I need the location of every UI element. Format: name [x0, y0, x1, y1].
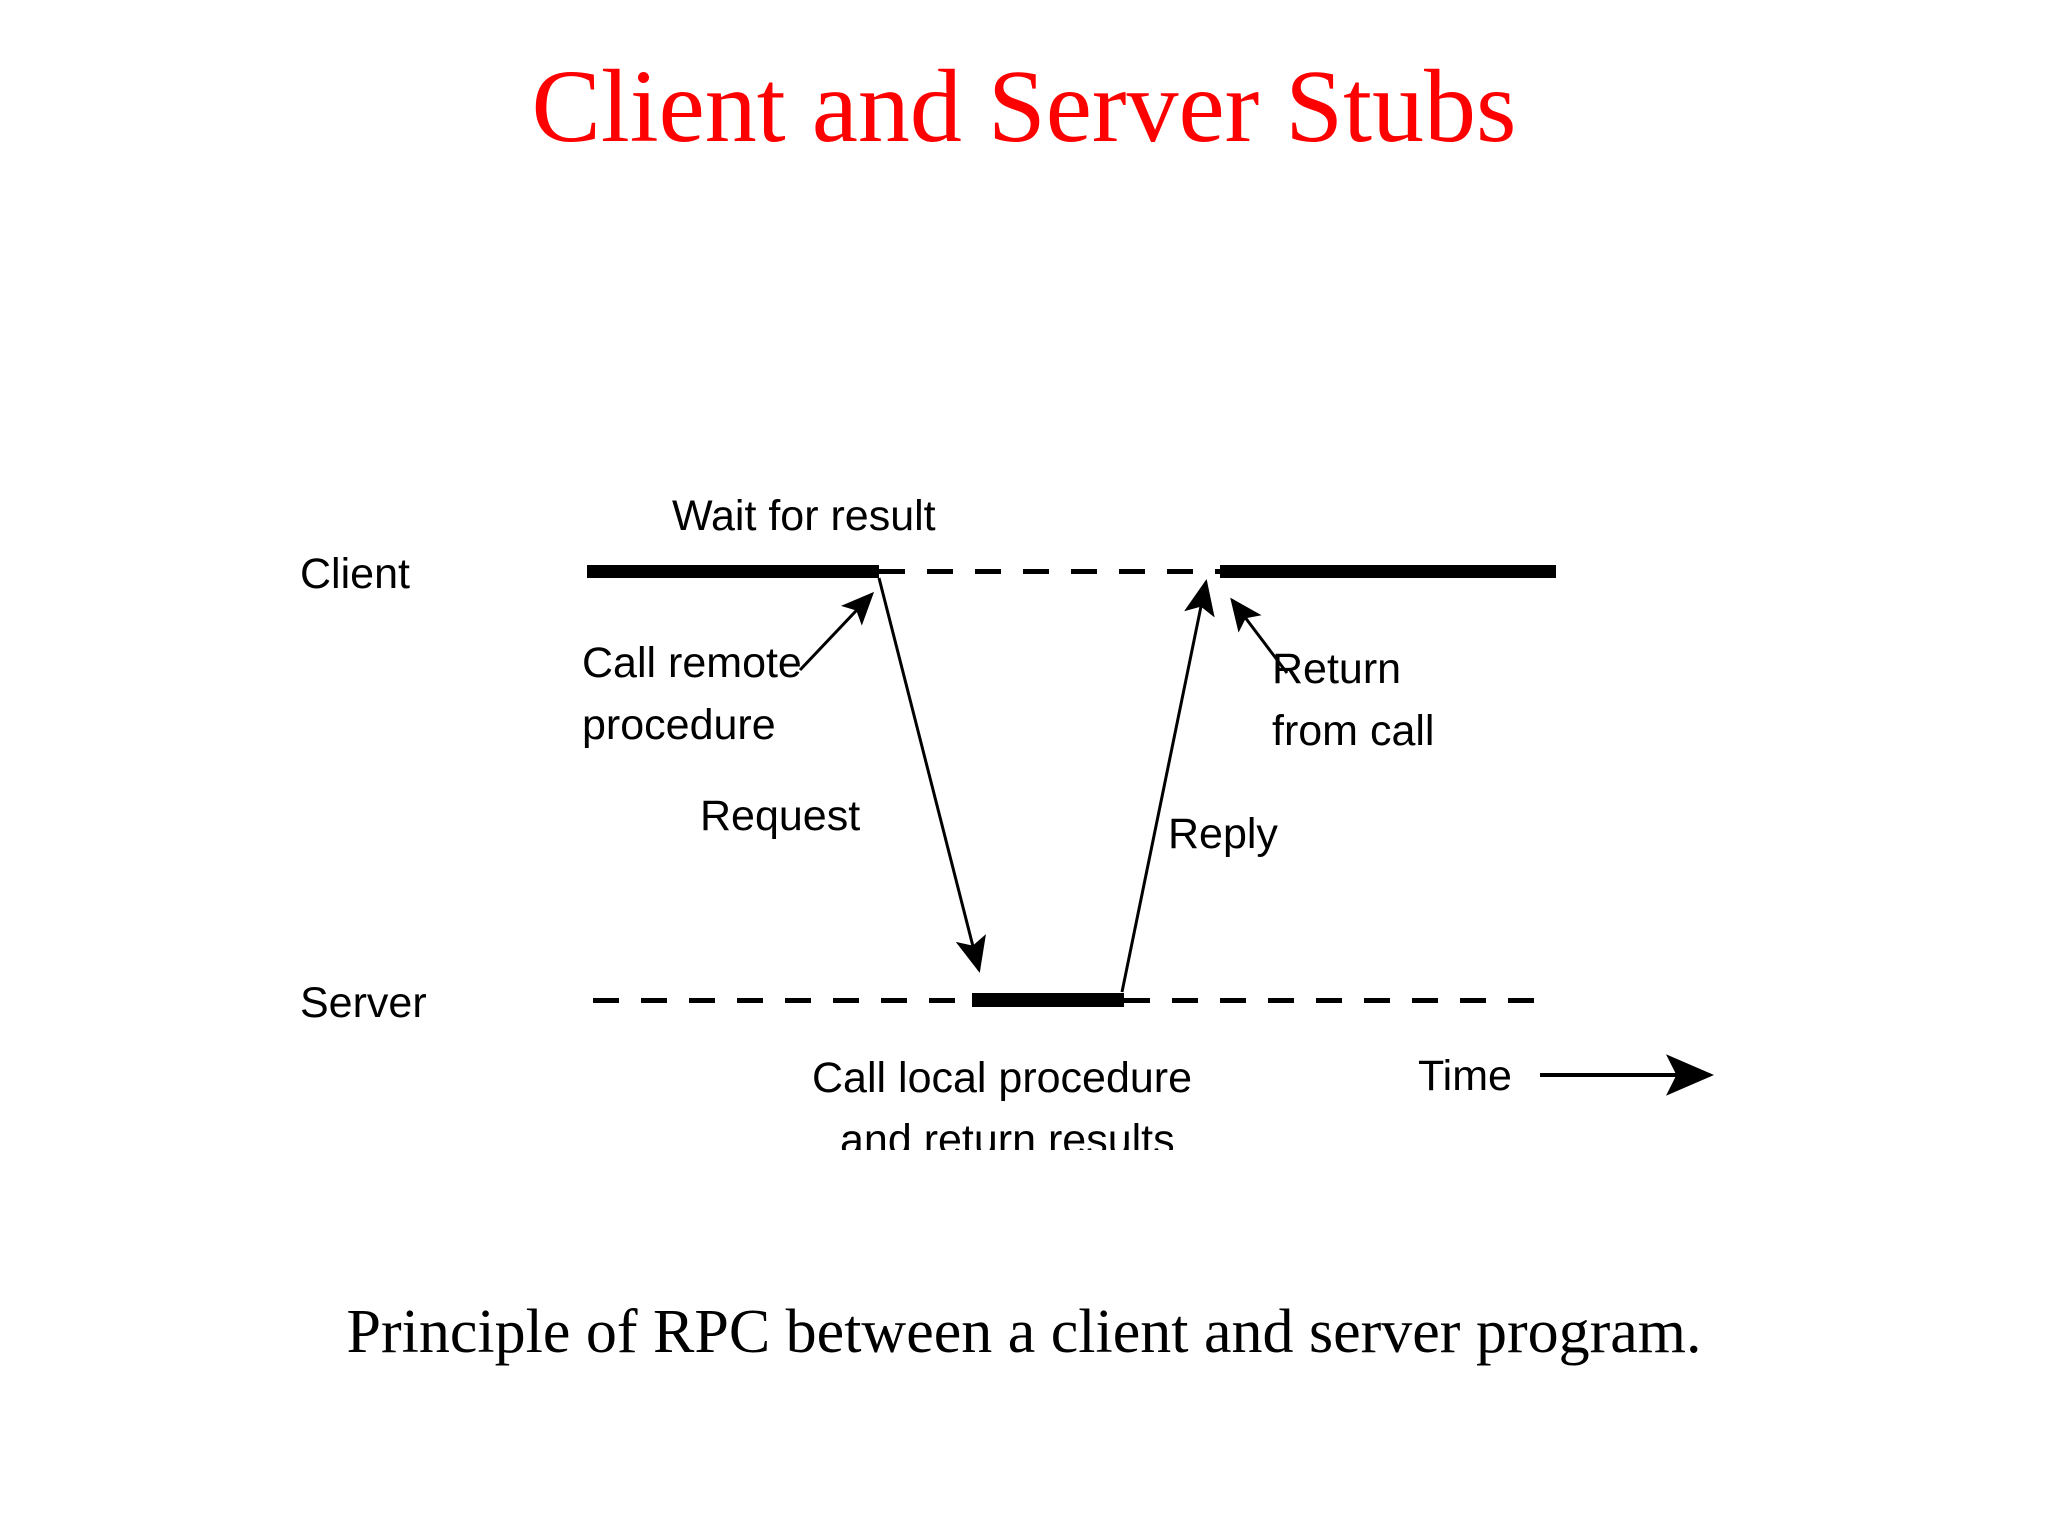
return-from-call-label-line1: Return [1272, 645, 1401, 693]
server-active-segment [972, 993, 1124, 1007]
rpc-diagram-container: Client Wait for result Server Request Re… [0, 430, 2048, 1150]
call-remote-procedure-pointer [798, 591, 875, 672]
call-local-procedure-label-line2: and return results [840, 1116, 1175, 1150]
wait-for-result-label: Wait for result [672, 492, 936, 540]
client-actor-label: Client [300, 550, 410, 598]
server-actor-label: Server [300, 979, 427, 1027]
request-label: Request [700, 792, 860, 840]
client-active-segment-right [1220, 565, 1556, 578]
page-title: Client and Server Stubs [531, 49, 1517, 164]
time-axis-label: Time [1418, 1052, 1512, 1100]
call-remote-procedure-label-line2: procedure [582, 701, 776, 749]
client-active-segment-left [587, 565, 879, 578]
request-arrow [877, 577, 986, 973]
return-from-call-label-line2: from call [1272, 707, 1434, 755]
rpc-timing-diagram: Client Wait for result Server Request Re… [300, 492, 1714, 1150]
return-from-call-pointer [1230, 597, 1289, 674]
reply-arrow [1120, 579, 1215, 993]
call-remote-procedure-label-line1: Call remote [582, 639, 802, 687]
reply-label: Reply [1168, 810, 1278, 858]
slide-caption: Principle of RPC between a client and se… [346, 1298, 1702, 1366]
call-local-procedure-label-line1: Call local procedure [812, 1054, 1192, 1102]
